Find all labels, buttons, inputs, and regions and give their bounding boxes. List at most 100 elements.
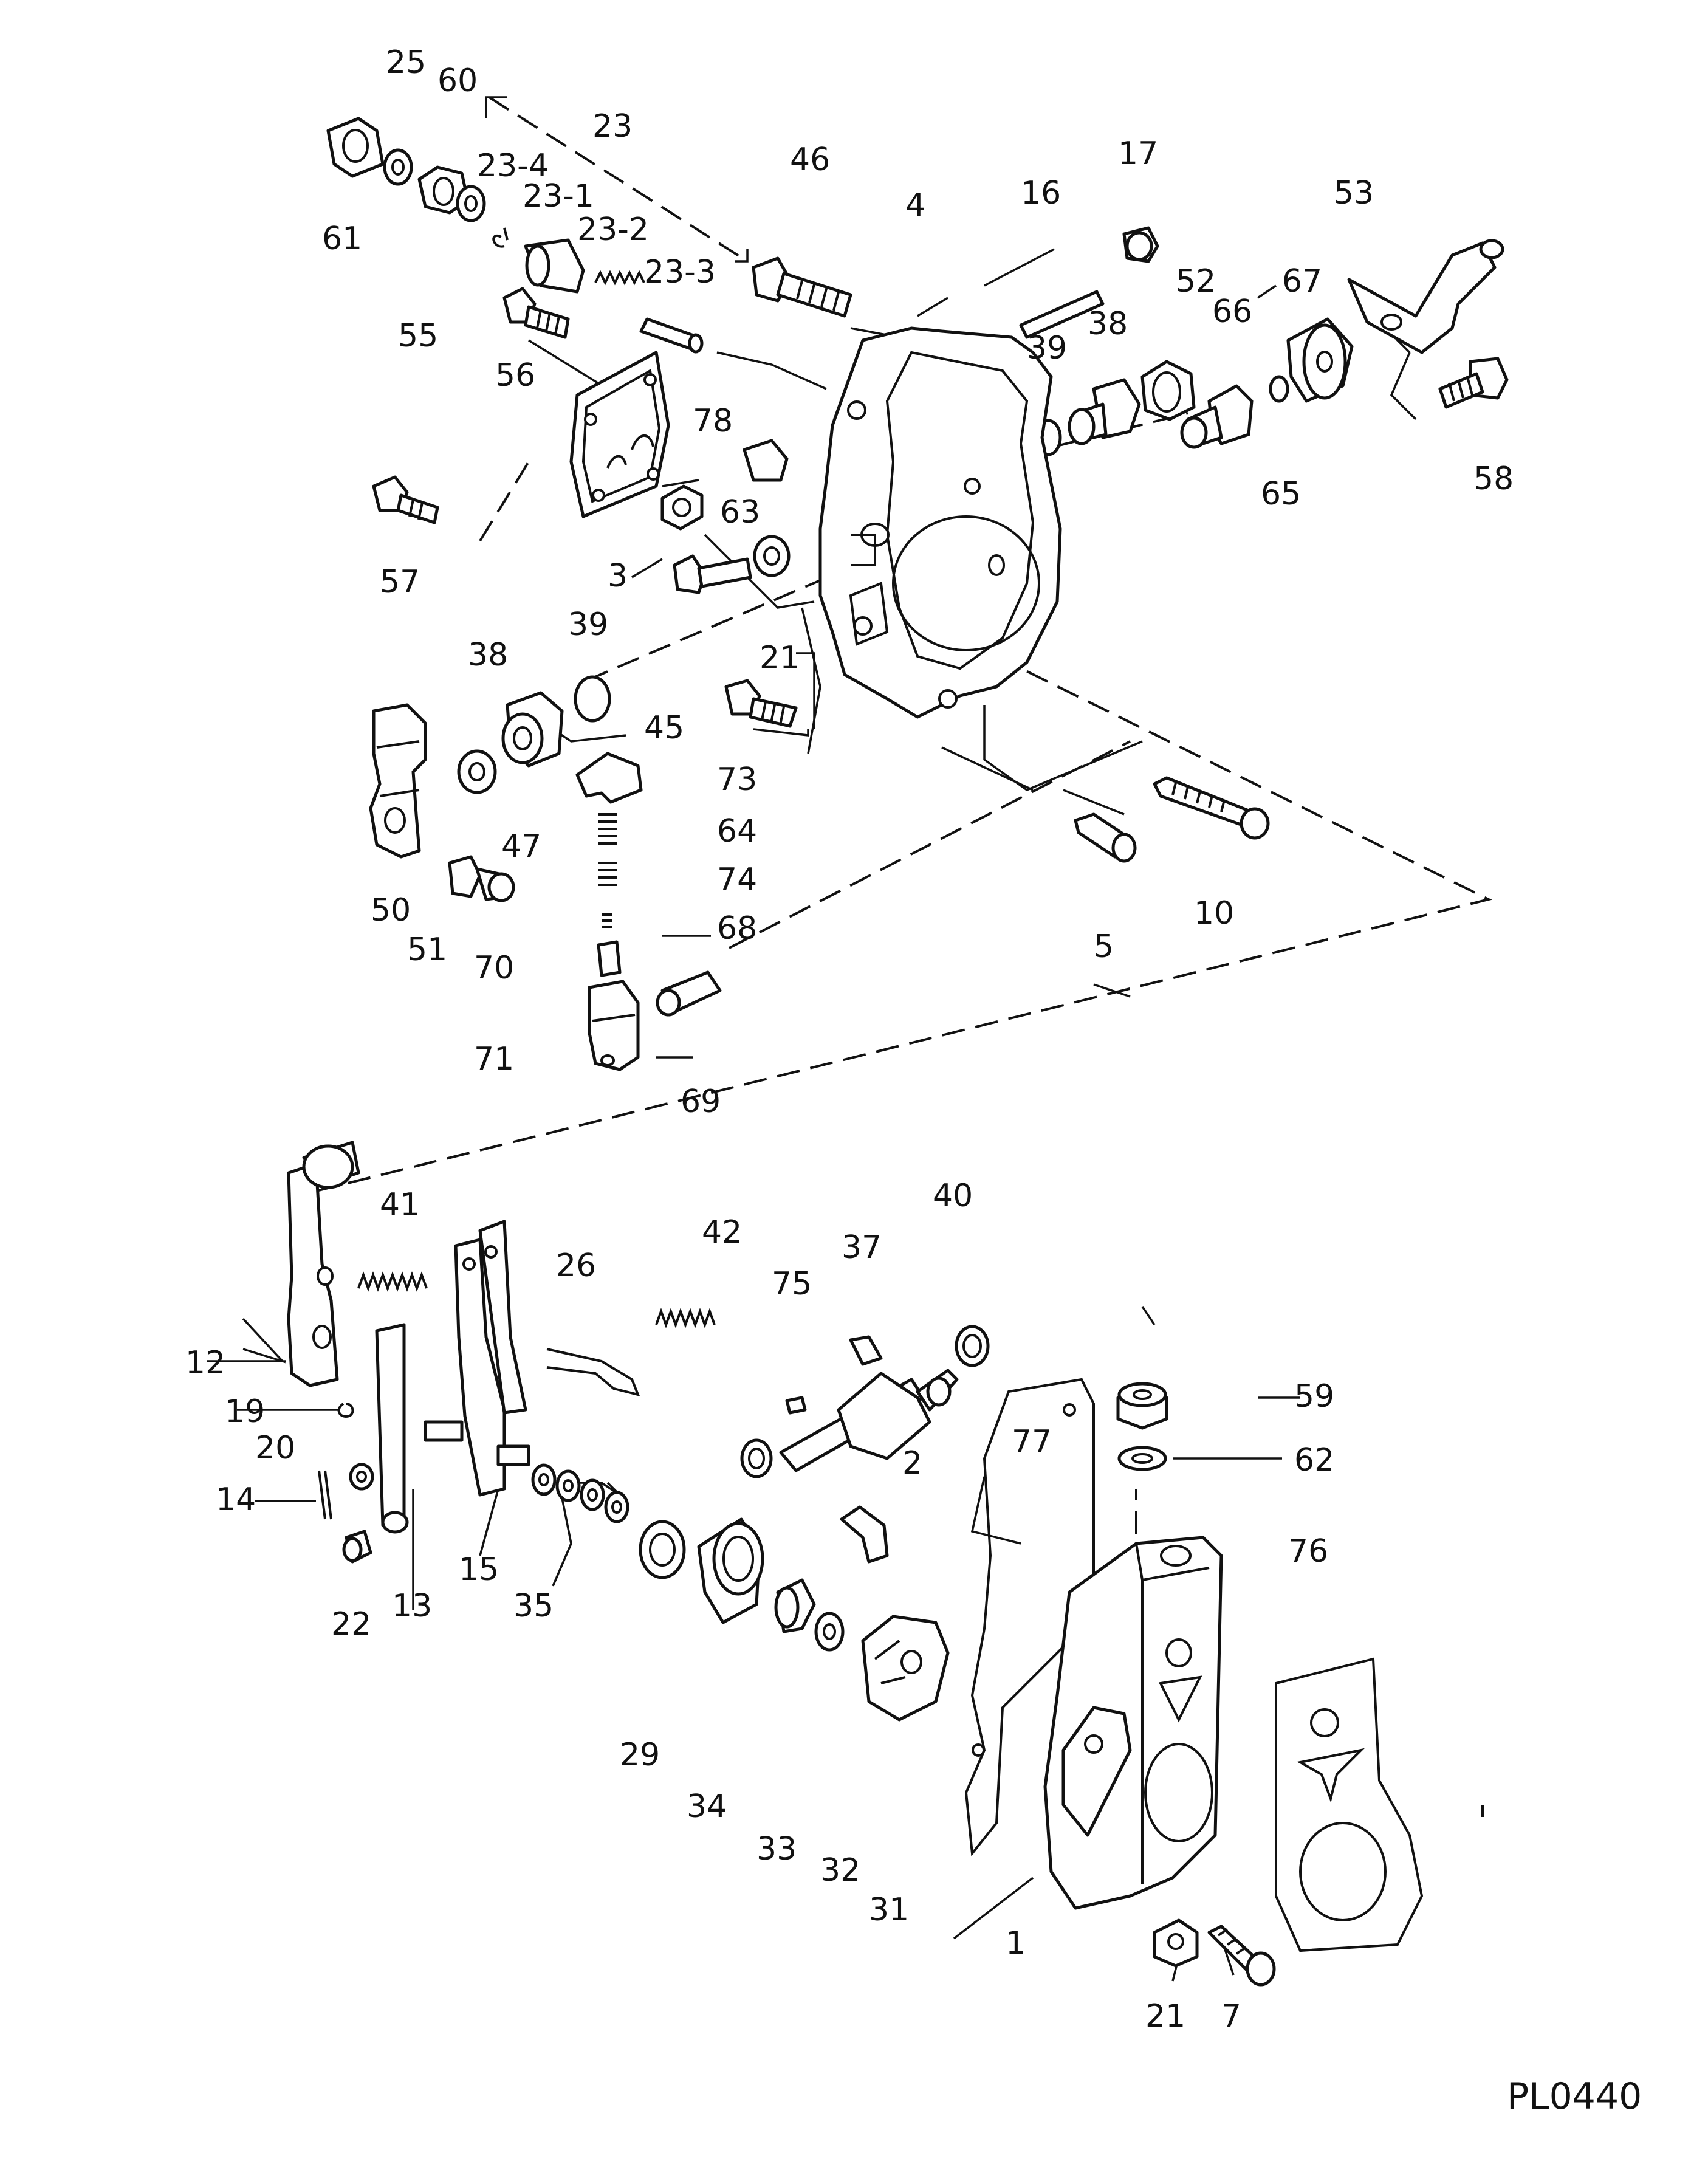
leader-lines bbox=[207, 96, 1417, 1982]
part-2-bracket bbox=[840, 1505, 889, 1564]
callout-53: 53 bbox=[1334, 175, 1374, 211]
part-78-nut bbox=[660, 484, 704, 531]
callout-29: 29 bbox=[620, 1737, 660, 1773]
callout-65: 65 bbox=[1261, 476, 1301, 512]
callout-47: 47 bbox=[501, 828, 541, 865]
callout-51: 51 bbox=[407, 932, 447, 968]
part-55-bolt bbox=[502, 287, 570, 339]
callout-38b: 38 bbox=[468, 637, 508, 673]
part-21-washer-upper bbox=[753, 535, 791, 577]
callout-78: 78 bbox=[693, 403, 733, 439]
callout-20: 20 bbox=[255, 1430, 295, 1466]
callout-45: 45 bbox=[644, 710, 684, 746]
part-21-nut-lower bbox=[1153, 1918, 1199, 1968]
callout-60: 60 bbox=[437, 63, 478, 99]
callout-59: 59 bbox=[1294, 1378, 1334, 1415]
part-1-governor-case bbox=[1043, 1536, 1223, 1910]
callout-19: 19 bbox=[225, 1393, 265, 1430]
part-4-governor-housing bbox=[818, 326, 1062, 719]
part-39-o-ring-lower bbox=[574, 675, 611, 723]
part-77-gasket bbox=[964, 1378, 1095, 1857]
part-76-gasket bbox=[1275, 1657, 1424, 1952]
callout-66: 66 bbox=[1212, 294, 1252, 330]
callout-15: 15 bbox=[459, 1551, 499, 1588]
callout-13: 13 bbox=[392, 1588, 432, 1624]
callout-26: 26 bbox=[556, 1248, 596, 1284]
callout-23-3: 23-3 bbox=[644, 254, 716, 290]
part-23-2-spring bbox=[594, 270, 645, 286]
callout-34: 34 bbox=[687, 1788, 727, 1825]
callout-1: 1 bbox=[1006, 1925, 1026, 1962]
callout-40: 40 bbox=[933, 1178, 973, 1214]
callout-46: 46 bbox=[790, 142, 830, 178]
callout-57: 57 bbox=[380, 564, 420, 600]
part-51-bolt bbox=[448, 855, 515, 902]
part-33-sleeve bbox=[774, 1578, 816, 1633]
callout-25: 25 bbox=[386, 44, 426, 81]
callout-23-1: 23-1 bbox=[523, 178, 594, 215]
part-50-bracket bbox=[369, 703, 427, 859]
part-63-plug bbox=[743, 439, 789, 482]
callout-56: 56 bbox=[495, 357, 535, 394]
part-17-plug bbox=[1122, 226, 1159, 263]
callout-14: 14 bbox=[216, 1482, 256, 1518]
part-58-bolt bbox=[1438, 357, 1509, 409]
part-38-bushing-lower bbox=[501, 691, 564, 768]
part-10-screw bbox=[1153, 776, 1270, 840]
callout-16: 16 bbox=[1021, 175, 1061, 211]
callout-31: 31 bbox=[869, 1892, 909, 1928]
part-42-spring bbox=[655, 1308, 716, 1328]
callout-55: 55 bbox=[398, 318, 438, 354]
callout-42: 42 bbox=[702, 1214, 742, 1251]
upper-parts bbox=[326, 117, 1509, 1071]
callout-17: 17 bbox=[1118, 136, 1158, 172]
callout-41: 41 bbox=[380, 1187, 420, 1223]
callout-3: 3 bbox=[608, 558, 628, 594]
part-53-lever bbox=[1347, 239, 1504, 354]
part-25-nut bbox=[417, 165, 470, 215]
part-56-cover-plate bbox=[569, 351, 670, 518]
part-26-spring-clip bbox=[546, 1348, 640, 1396]
callout-68: 68 bbox=[717, 910, 757, 947]
part-23-3-pin bbox=[639, 317, 704, 354]
callout-52: 52 bbox=[1176, 263, 1216, 300]
part-75-key bbox=[785, 1396, 807, 1415]
part-34-sleeve bbox=[697, 1517, 764, 1624]
callout-37: 37 bbox=[842, 1229, 882, 1266]
part-71-block bbox=[588, 980, 640, 1071]
callout-61: 61 bbox=[322, 221, 362, 257]
callout-71: 71 bbox=[474, 1041, 514, 1077]
part-65-o-ring bbox=[1269, 375, 1289, 403]
part-46-bolt bbox=[752, 256, 852, 318]
callout-23-2: 23-2 bbox=[577, 211, 649, 248]
callout-64: 64 bbox=[717, 813, 757, 850]
part-29-bearing bbox=[639, 1520, 686, 1579]
callout-12: 12 bbox=[185, 1345, 225, 1381]
callout-63: 63 bbox=[720, 494, 760, 531]
part-38-bushing-upper bbox=[1068, 378, 1141, 445]
part-70-cap bbox=[597, 940, 622, 977]
callout-76: 76 bbox=[1288, 1533, 1328, 1570]
callout-70: 70 bbox=[474, 950, 514, 986]
callout-62: 62 bbox=[1294, 1442, 1334, 1478]
callout-23-4: 23-4 bbox=[477, 148, 549, 184]
part-68-spring bbox=[602, 913, 612, 928]
part-12-lever bbox=[287, 1141, 360, 1387]
part-41-spring bbox=[357, 1271, 428, 1292]
callout-67: 67 bbox=[1282, 263, 1322, 300]
callout-74: 74 bbox=[717, 862, 757, 898]
callout-73: 73 bbox=[717, 761, 757, 798]
callout-5: 5 bbox=[1094, 929, 1114, 965]
part-64-spring bbox=[598, 813, 617, 845]
part-69-pin bbox=[656, 970, 722, 1017]
part-22-collar bbox=[342, 1530, 372, 1564]
callout-39a: 39 bbox=[1027, 330, 1067, 366]
callout-38a: 38 bbox=[1088, 306, 1128, 342]
callout-35: 35 bbox=[513, 1588, 554, 1624]
callout-10: 10 bbox=[1194, 895, 1234, 932]
callout-39b: 39 bbox=[568, 606, 608, 643]
callout-32: 32 bbox=[820, 1852, 860, 1889]
callout-77: 77 bbox=[1012, 1424, 1052, 1460]
part-37-shaft bbox=[779, 1335, 959, 1472]
part-45-bolt bbox=[724, 679, 798, 728]
